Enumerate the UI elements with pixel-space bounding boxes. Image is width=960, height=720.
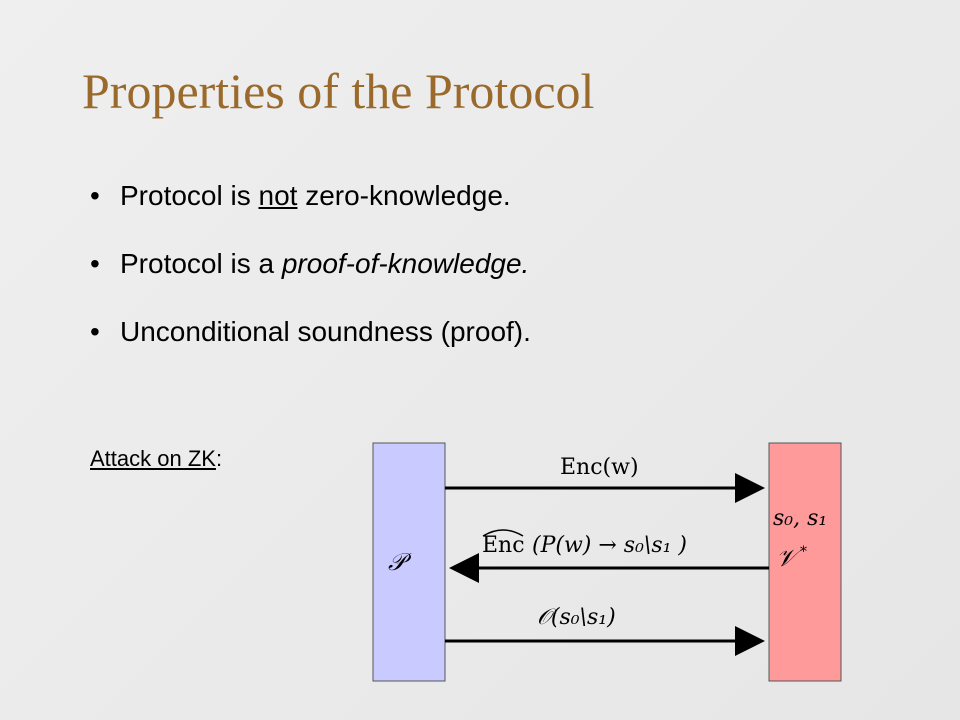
message-obfuscation: 𝒪(s₀\s₁) — [537, 605, 616, 630]
attack-label: Attack on ZK: — [90, 446, 222, 472]
message-enc-hat: Enc — [482, 533, 525, 558]
bullet-marker: • — [90, 316, 100, 347]
bullet-emphasis-not: not — [258, 180, 298, 211]
bullet-item: • Protocol is a proof-of-knowledge. — [90, 248, 531, 316]
bullet-marker: • — [90, 248, 100, 279]
bullet-text-before: Protocol is — [120, 180, 259, 211]
bullet-list: • Protocol is not zero-knowledge. • Prot… — [90, 180, 531, 384]
verifier-secrets: s₀, s₁ — [773, 506, 827, 531]
message-enc-w: Enc(w) — [560, 455, 639, 480]
enc-hat-accent — [482, 529, 524, 537]
verifier-star: * — [800, 544, 807, 560]
verifier-box — [768, 442, 842, 682]
bullet-item: • Unconditional soundness (proof). — [90, 316, 531, 384]
attack-label-colon: : — [215, 446, 223, 471]
prover-box — [372, 442, 446, 682]
bullet-item: • Protocol is not zero-knowledge. — [90, 180, 531, 248]
message-enc-hat-args: (P(w) → s₀\s₁ ) — [532, 533, 687, 558]
bullet-text: Unconditional soundness (proof). — [120, 316, 531, 347]
bullet-text-after: zero-knowledge. — [297, 180, 511, 211]
attack-label-text: Attack on ZK — [90, 446, 216, 471]
slide-title: Properties of the Protocol — [82, 63, 595, 119]
bullet-emphasis-pok: proof-of-knowledge. — [281, 248, 530, 279]
bullet-marker: • — [90, 180, 100, 211]
bullet-text-before: Protocol is a — [120, 248, 282, 279]
